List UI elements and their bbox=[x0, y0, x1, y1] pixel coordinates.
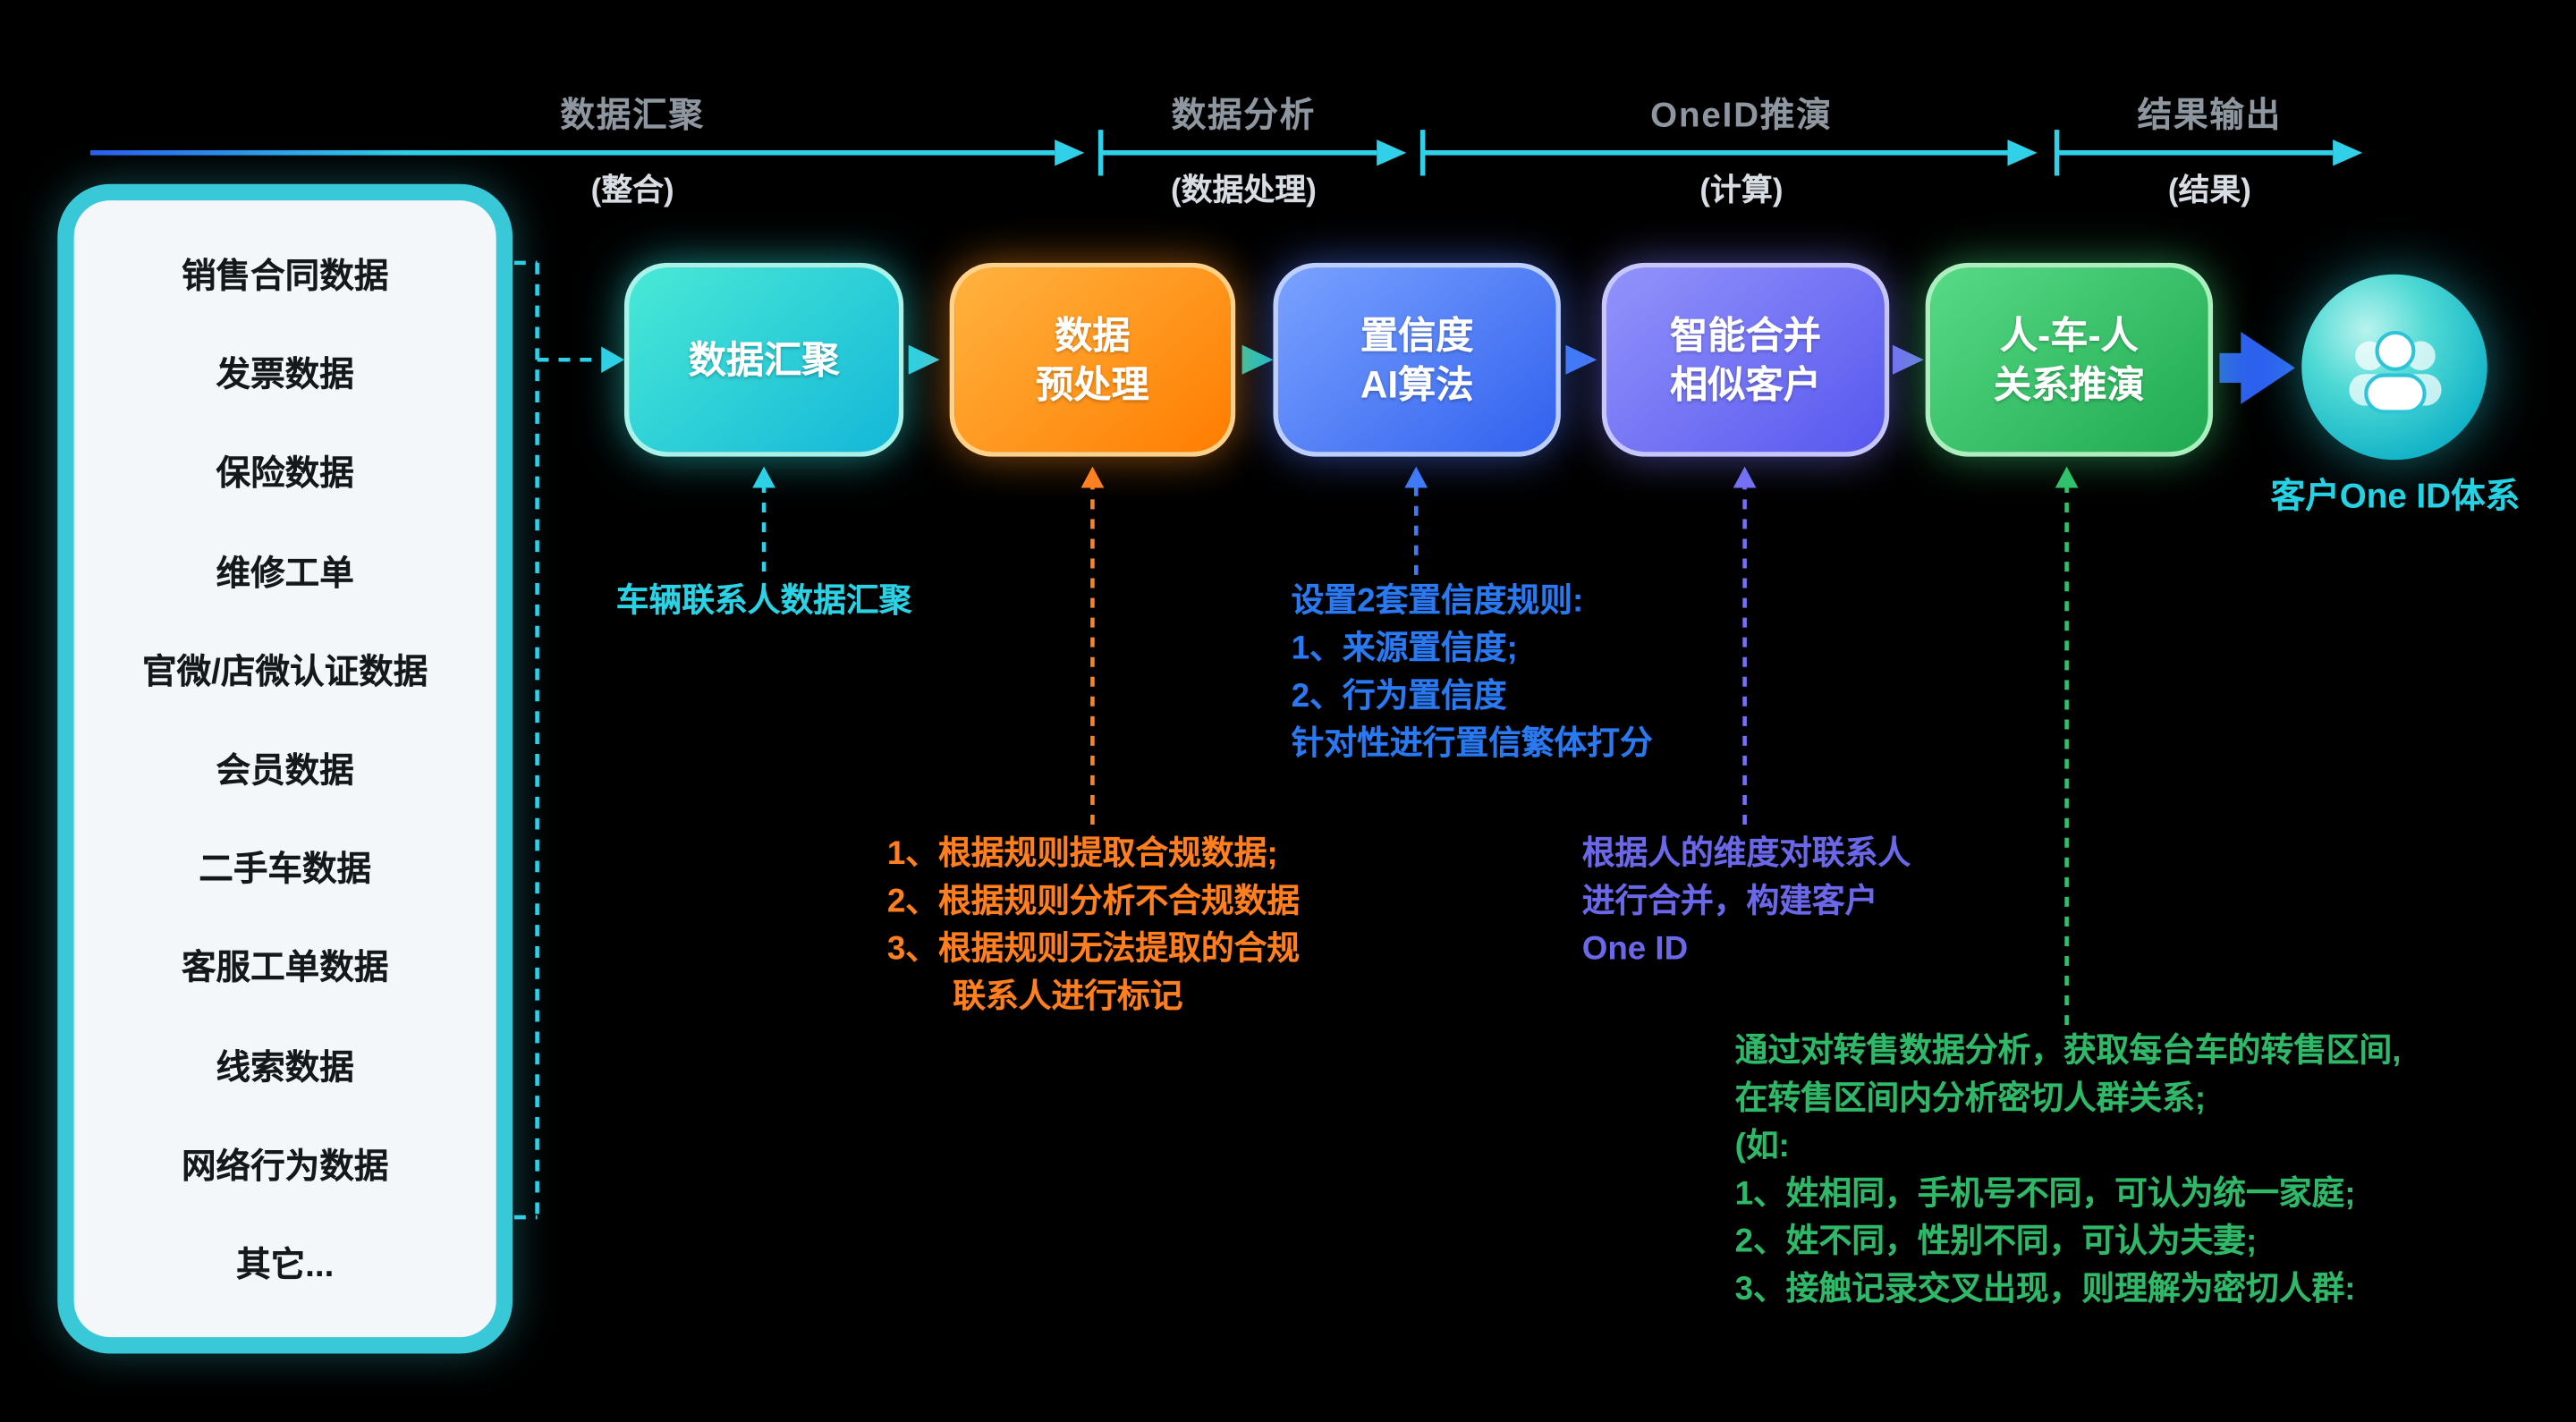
note-line: 1、根据规则提取合规数据; bbox=[886, 835, 1278, 873]
note-arrowheads bbox=[752, 466, 2079, 488]
note-line: 1、姓相同，手机号不同，可认为统一家庭; bbox=[1734, 1176, 2356, 1213]
note-line: 车辆联系人数据汇聚 bbox=[615, 583, 912, 620]
source-item: 保险数据 bbox=[216, 455, 354, 494]
source-item: 官微/店微认证数据 bbox=[142, 653, 428, 691]
node-label: 数据汇聚 bbox=[688, 338, 840, 382]
users-group-glyph bbox=[2348, 330, 2441, 413]
note-line: 2、姓不同，性别不同，可认为夫妻; bbox=[1734, 1223, 2258, 1260]
note-line: 针对性进行置信繁体打分 bbox=[1291, 725, 1653, 763]
note-confidence-rules: 设置2套置信度规则: 1、来源置信度; 2、行为置信度 针对性进行置信繁体打分 bbox=[1292, 579, 1653, 769]
source-item: 销售合同数据 bbox=[181, 258, 389, 296]
node-smart-merge: 智能合并 相似客户 bbox=[1601, 262, 1890, 457]
note-line: 3、根据规则无法提取的合规 bbox=[886, 931, 1301, 968]
source-item: 会员数据 bbox=[216, 752, 354, 791]
phase-sub: (结果) bbox=[2167, 174, 2251, 209]
timeline-phase-analysis: 数据分析 (数据处理) bbox=[1046, 89, 1441, 210]
phase-label: 数据分析 bbox=[1171, 97, 1317, 135]
node-label: 人-车-人 关系推演 bbox=[1993, 313, 2145, 406]
source-item: 发票数据 bbox=[216, 356, 354, 395]
node-person-car-person: 人-车-人 关系推演 bbox=[1925, 262, 2214, 457]
source-item: 维修工单 bbox=[216, 554, 354, 593]
phase-sub: (数据处理) bbox=[1170, 174, 1317, 209]
note-line: 联系人进行标记 bbox=[886, 978, 1183, 1016]
source-item: 线索数据 bbox=[216, 1048, 354, 1087]
node-confidence-ai: 置信度 AI算法 bbox=[1273, 262, 1561, 457]
source-to-node-connector bbox=[513, 260, 602, 1220]
timeline-phase-oneid: OneID推演 (计算) bbox=[1545, 89, 1939, 210]
final-arrow bbox=[2219, 332, 2295, 404]
node-label: 智能合并 相似客户 bbox=[1670, 313, 1822, 406]
note-line: 根据人的维度对联系人 bbox=[1581, 835, 1911, 873]
note-line: 设置2套置信度规则: bbox=[1291, 583, 1584, 620]
node-data-preprocessing: 数据 预处理 bbox=[949, 262, 1236, 457]
phase-sub: (整合) bbox=[590, 174, 674, 209]
note-line: 1、来源置信度; bbox=[1291, 631, 1518, 667]
source-item: 其它... bbox=[236, 1246, 335, 1285]
connector-arrowhead bbox=[601, 346, 624, 373]
timeline-phase-output: 结果输出 (结果) bbox=[2012, 89, 2407, 210]
phase-sub: (计算) bbox=[1699, 174, 1784, 209]
note-line: One ID bbox=[1581, 931, 1689, 968]
data-sources-panel: 销售合同数据 发票数据 保险数据 维修工单 官微/店微认证数据 会员数据 二手车… bbox=[57, 183, 513, 1354]
note-resale-analysis: 通过对转售数据分析，获取每台车的转售区间, 在转售区间内分析密切人群关系; (如… bbox=[1735, 1028, 2402, 1315]
note-line: 3、接触记录交叉出现，则理解为密切人群: bbox=[1734, 1271, 2356, 1308]
source-item: 二手车数据 bbox=[199, 851, 372, 889]
node-label: 置信度 AI算法 bbox=[1360, 313, 1474, 406]
users-group-icon bbox=[2301, 274, 2487, 461]
note-vehicle-contact-aggregation: 车辆联系人数据汇聚 bbox=[579, 579, 950, 626]
phase-label: 数据汇聚 bbox=[560, 97, 705, 135]
note-line: 通过对转售数据分析，获取每台车的转售区间, bbox=[1734, 1033, 2402, 1070]
phase-label: OneID推演 bbox=[1650, 97, 1833, 135]
note-line: (如: bbox=[1734, 1128, 1790, 1165]
node-data-aggregation: 数据汇聚 bbox=[623, 262, 904, 457]
phase-label: 结果输出 bbox=[2137, 97, 2283, 135]
note-rule-extraction: 1、根据规则提取合规数据; 2、根据规则分析不合规数据 3、根据规则无法提取的合… bbox=[887, 831, 1300, 1021]
note-line: 2、根据规则分析不合规数据 bbox=[886, 884, 1301, 920]
result-caption: 客户One ID体系 bbox=[2270, 478, 2521, 516]
note-merge-by-person: 根据人的维度对联系人 进行合并，构建客户 One ID bbox=[1582, 831, 1911, 974]
node-label: 数据 预处理 bbox=[1036, 313, 1149, 406]
note-line: 进行合并，构建客户 bbox=[1581, 884, 1878, 920]
source-item: 客服工单数据 bbox=[181, 950, 389, 988]
timeline-phase-aggregation: 数据汇聚 (整合) bbox=[436, 89, 830, 210]
source-item: 网络行为数据 bbox=[181, 1147, 389, 1186]
note-line: 在转售区间内分析密切人群关系; bbox=[1734, 1080, 2207, 1117]
note-line: 2、行为置信度 bbox=[1291, 678, 1507, 715]
